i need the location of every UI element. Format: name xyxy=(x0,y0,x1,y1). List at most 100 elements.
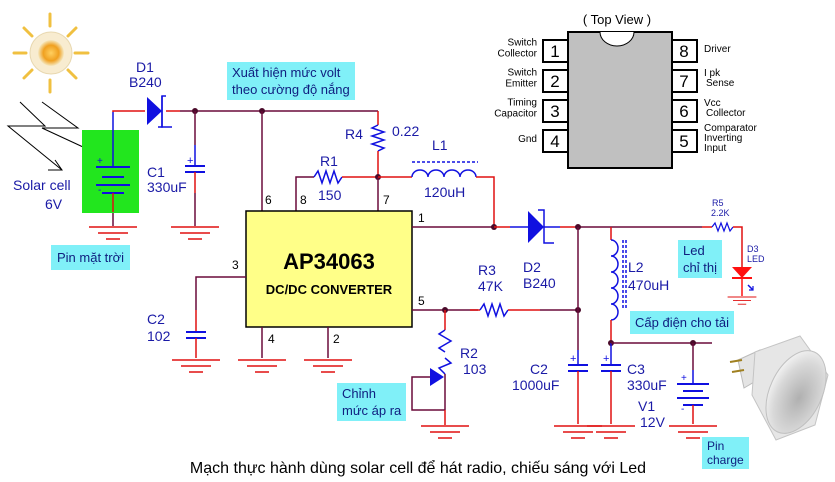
svg-text:+: + xyxy=(570,353,576,365)
ic-name: AP34063 xyxy=(283,249,375,274)
pinout-pin-number: 4 xyxy=(550,132,559,151)
svg-text:+: + xyxy=(97,156,103,167)
r2-value: 103 xyxy=(463,361,487,377)
c1-value: 330uF xyxy=(147,179,187,195)
note-indicator-led: Led chỉ thị xyxy=(678,240,722,278)
ic-ap34063 xyxy=(245,210,413,328)
sun-icon xyxy=(12,12,90,94)
inductor-l2 xyxy=(610,239,619,321)
note-battery-charge: Pin charge xyxy=(702,437,749,469)
pinout-pin-2 xyxy=(542,69,569,93)
pinout-pin-number: 3 xyxy=(550,102,559,121)
pinout-pin-label: I pk xyxy=(704,68,721,79)
pinout-pin-number: 8 xyxy=(679,42,688,61)
l1-value: 120uH xyxy=(424,184,465,200)
ic-pin-2: 2 xyxy=(333,332,340,346)
ic-pin-6: 6 xyxy=(265,193,272,207)
resistor-r5 xyxy=(711,221,734,233)
pinout-pin-8 xyxy=(671,39,698,63)
svg-text:-: - xyxy=(681,404,684,415)
pinout-pin-7 xyxy=(671,69,698,93)
ic-pin-7: 7 xyxy=(383,193,390,207)
ic-desc: DC/DC CONVERTER xyxy=(266,282,393,297)
c2-output-value: 1000uF xyxy=(512,377,559,393)
r5-label: R5 xyxy=(712,198,724,208)
note-voltage-level: Xuất hiện mức volt theo cường độ nắng xyxy=(227,62,355,100)
l2-value: 470uH xyxy=(628,277,669,293)
pinout-pin-3 xyxy=(542,99,569,123)
pinout-pin-label: Sense xyxy=(706,78,735,89)
note-solar-panel: Pin mặt trời xyxy=(51,245,131,270)
diode-d1 xyxy=(147,95,172,128)
solar-cell-label: Solar cell xyxy=(13,177,71,193)
pinout-pin-label: Timing xyxy=(507,98,537,109)
d3-value: LED xyxy=(747,254,765,264)
note-adjust-output: Chỉnh mức áp ra xyxy=(337,383,407,421)
r4-value: 0.22 xyxy=(392,123,419,139)
c2-output-label: C2 xyxy=(530,361,548,377)
r1-value: 150 xyxy=(318,187,342,203)
note-load-supply: Cấp điện cho tải xyxy=(630,311,734,334)
ic-pin-4: 4 xyxy=(268,332,275,346)
pinout-title: ( Top View ) xyxy=(583,12,651,27)
d1-value: B240 xyxy=(129,74,162,90)
r3-label: R3 xyxy=(478,262,496,278)
diode-d2 xyxy=(528,211,544,243)
solar-cell xyxy=(82,130,139,213)
pinout-pin-label: Inverting xyxy=(704,133,742,144)
pinout-pin-4 xyxy=(542,129,569,153)
note-line: charge xyxy=(707,453,744,467)
pinout-pin-label: Collector xyxy=(498,49,538,60)
pinout-pin-label: Switch xyxy=(508,68,537,79)
resistor-r3 xyxy=(479,301,509,319)
ic-pin-3: 3 xyxy=(232,258,239,272)
note-line: Xuất hiện mức volt xyxy=(232,65,341,80)
led-bulb-image xyxy=(729,335,829,441)
pinout-pin-label: Driver xyxy=(704,44,731,55)
d2-value: B240 xyxy=(523,275,556,291)
pinout-pin-5 xyxy=(671,129,698,153)
pinout-pin-label: Comparator xyxy=(704,123,757,134)
pinout-pin-label: Gnd xyxy=(518,134,537,145)
capacitor-c1: + xyxy=(185,111,205,226)
ic-pin-8: 8 xyxy=(300,193,307,207)
pinout-pin-label: Input xyxy=(704,143,726,154)
svg-text:+: + xyxy=(187,155,193,167)
resistor-r4 xyxy=(369,124,387,152)
note-line: Led xyxy=(683,243,705,258)
note-line: Pin xyxy=(707,439,725,453)
d2-label: D2 xyxy=(523,259,541,275)
d1-label: D1 xyxy=(136,59,154,75)
pinout-pin-number: 7 xyxy=(679,72,688,91)
ic-pin-1: 1 xyxy=(418,211,425,225)
r3-value: 47K xyxy=(478,278,504,294)
diagram-title: Mạch thực hành dùng solar cell để hát ra… xyxy=(190,459,646,477)
c1-label: C1 xyxy=(147,164,165,180)
svg-text:-: - xyxy=(98,185,101,196)
pinout-pin-label: Switch xyxy=(508,38,537,49)
pinout-pin-label: Collector xyxy=(706,108,746,119)
r4-label: R4 xyxy=(345,126,363,142)
r5-value: 2.2K xyxy=(711,208,730,218)
v1-label: V1 xyxy=(638,398,655,414)
c3-value: 330uF xyxy=(627,377,667,393)
note-line: mức áp ra xyxy=(342,403,402,418)
pinout-diagram: ( Top View ) 1SwitchCollector2SwitchEmit… xyxy=(494,12,757,169)
resistor-r1 xyxy=(313,168,343,186)
note-line: Chỉnh xyxy=(342,386,376,401)
ic-pin-5: 5 xyxy=(418,294,425,308)
pinout-pin-number: 1 xyxy=(550,42,559,61)
pinout-pin-6 xyxy=(671,99,698,123)
svg-text:+: + xyxy=(603,353,609,365)
solar-cell-value: 6V xyxy=(45,196,63,212)
d3-label: D3 xyxy=(747,244,759,254)
pinout-pin-number: 5 xyxy=(679,132,688,151)
pinout-pin-label: Emitter xyxy=(505,79,537,90)
pinout-pin-1 xyxy=(542,39,569,63)
pinout-pin-label: Vcc xyxy=(704,98,721,109)
led-d3 xyxy=(732,267,752,278)
inductor-l1 xyxy=(411,161,478,178)
svg-text:+: + xyxy=(681,373,687,384)
l2-label: L2 xyxy=(628,259,644,275)
